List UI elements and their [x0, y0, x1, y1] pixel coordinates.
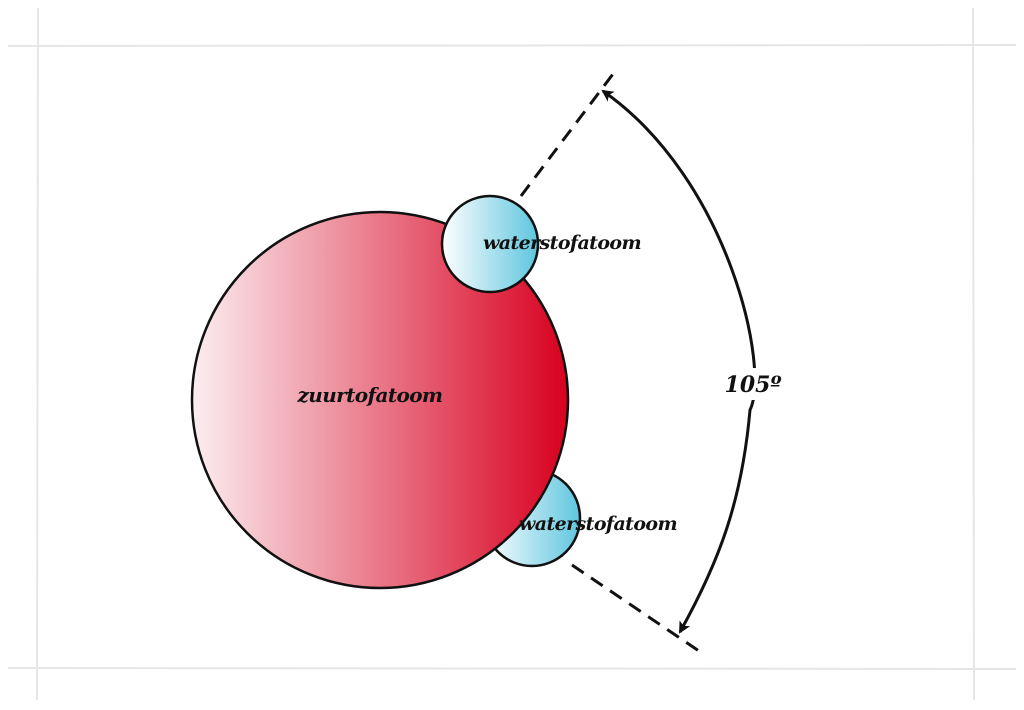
hydrogen-top-label: waterstofatoom: [483, 232, 641, 254]
oxygen-label: zuurtofatoom: [297, 383, 443, 407]
frame-bottom-line: [7, 667, 1017, 670]
hydrogen-atom-top: [440, 194, 540, 294]
angle-arc: [601, 89, 757, 634]
frame: [7, 7, 1017, 701]
dashed-line-bottom: [571, 563, 700, 653]
angle-label-backdrop: [724, 368, 782, 400]
frame-right-line: [972, 7, 975, 701]
angle-label: 105º: [725, 372, 782, 398]
frame-left-line: [36, 7, 39, 701]
dashed-line-top: [519, 69, 618, 197]
frame-top-line: [7, 44, 1017, 47]
oxygen-atom: [190, 210, 570, 590]
hydrogen-bottom-label: waterstofatoom: [519, 513, 677, 535]
